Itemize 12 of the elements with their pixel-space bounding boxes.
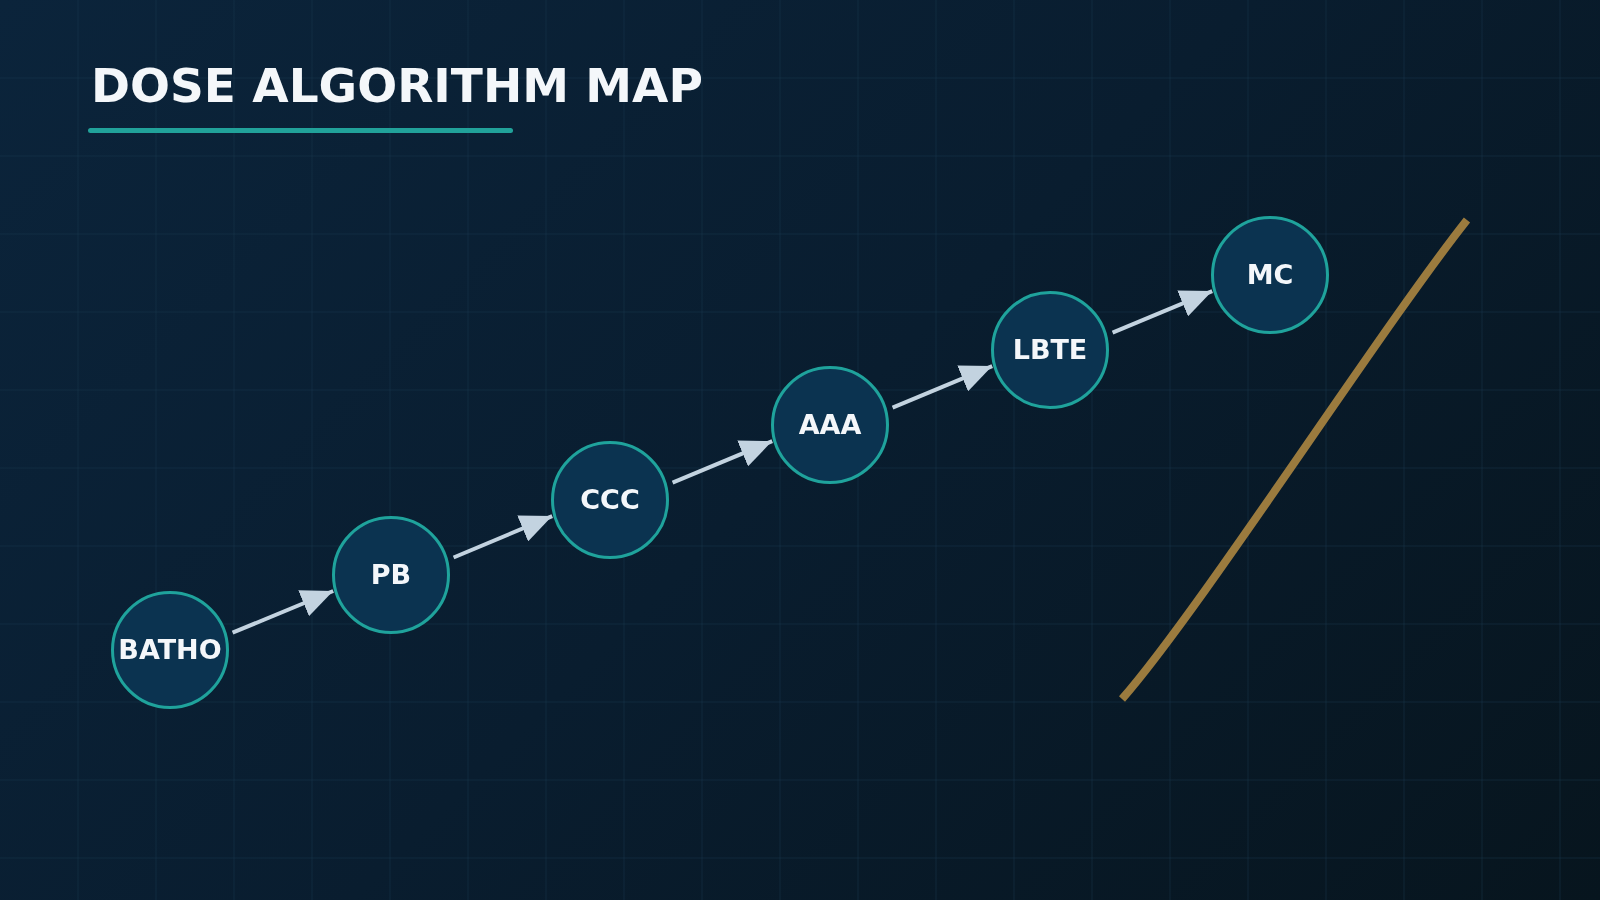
node-label: AAA [798, 409, 862, 441]
arrow [231, 589, 334, 635]
arrow [452, 514, 553, 560]
node-label: BATHO [118, 634, 222, 666]
arrow [671, 439, 773, 485]
arrow [891, 364, 993, 410]
arrow [1111, 289, 1213, 335]
node-label: CCC [580, 484, 640, 516]
title: DOSE ALGORITHM MAP [91, 58, 703, 114]
node-label: LBTE [1012, 334, 1088, 366]
node-label: MC [1246, 259, 1294, 291]
node-label: PB [370, 559, 412, 591]
